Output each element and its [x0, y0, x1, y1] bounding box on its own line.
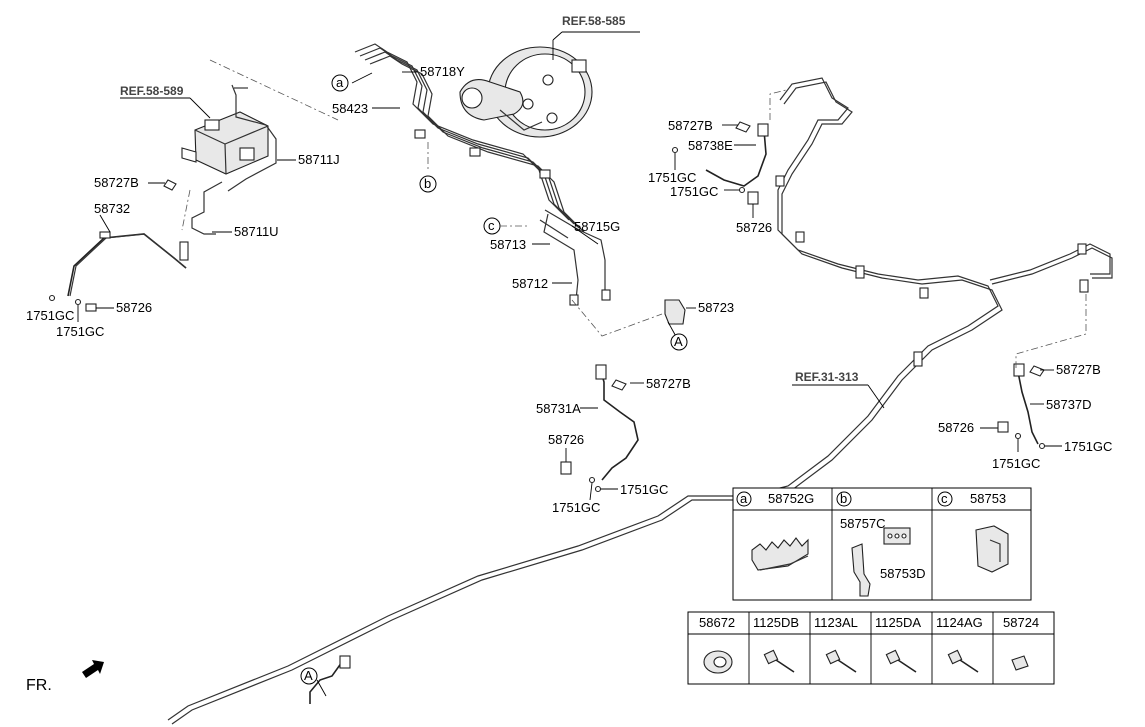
bolt-1123AL: [825, 649, 857, 673]
rear-brake-line: [167, 77, 1113, 725]
callout-a-letter: a: [336, 75, 344, 90]
part-1751GC-mid2[interactable]: 1751GC: [620, 482, 668, 497]
part-1751GC-r1[interactable]: 1751GC: [992, 456, 1040, 471]
part-58423[interactable]: 58423: [332, 101, 368, 116]
part-58726-r[interactable]: 58726: [938, 420, 974, 435]
hw-1125DA[interactable]: 1125DA: [875, 615, 921, 630]
brake-booster: [459, 40, 593, 138]
part-58712[interactable]: 58712: [512, 276, 548, 291]
callout-A-top-letter: A: [674, 334, 683, 349]
part-1751GC-tr1[interactable]: 1751GC: [648, 170, 696, 185]
legend-a-letter: a: [740, 491, 748, 506]
part-58732[interactable]: 58732: [94, 201, 130, 216]
bolt-1124AG: [947, 649, 979, 673]
abs-module: [181, 111, 269, 175]
part-1751GC-tr2[interactable]: 1751GC: [670, 184, 718, 199]
callout-c-letter: c: [488, 218, 495, 233]
part-1751GC-mid1[interactable]: 1751GC: [552, 500, 600, 515]
legend-c-part[interactable]: 58753: [970, 491, 1006, 506]
hw-1123AL[interactable]: 1123AL: [814, 615, 858, 630]
clip-58753: [975, 525, 1009, 573]
legend-b-item1[interactable]: 58757C: [840, 516, 886, 531]
ref-58-589-label[interactable]: REF.58-589: [120, 84, 184, 98]
ref-58-585-label[interactable]: REF.58-585: [562, 14, 626, 28]
bolt-1125DA: [885, 649, 917, 673]
part-58718Y[interactable]: 58718Y: [420, 64, 465, 79]
part-58731A[interactable]: 58731A: [536, 401, 581, 416]
legend-b-item2[interactable]: 58753D: [880, 566, 926, 581]
front-label: FR.: [26, 677, 52, 694]
legend-abc-table: a 58752G b c 58753 58757C 58753D: [732, 487, 1032, 601]
front-arrow-icon: [82, 660, 104, 678]
callout-A-top: [670, 333, 688, 351]
part-58726-tr[interactable]: 58726: [736, 220, 772, 235]
hw-1124AG[interactable]: 1124AG: [936, 615, 983, 630]
nut-58724: [1011, 655, 1029, 671]
legend-a-part[interactable]: 58752G: [768, 491, 814, 506]
bracket-58723: [664, 299, 686, 325]
part-58737D[interactable]: 58737D: [1046, 397, 1092, 412]
part-58727B-mid[interactable]: 58727B: [646, 376, 691, 391]
bolt-1125DB: [763, 649, 795, 673]
bracket-58757C: [851, 543, 871, 597]
part-58727B-tr[interactable]: 58727B: [668, 118, 713, 133]
callout-A-bottom: [300, 667, 318, 685]
callout-b: [419, 175, 437, 193]
callout-b-letter: b: [424, 176, 431, 191]
part-58723[interactable]: 58723: [698, 300, 734, 315]
part-1751GC-left1[interactable]: 1751GC: [26, 308, 74, 323]
part-58727B-r[interactable]: 58727B: [1056, 362, 1101, 377]
part-58715G[interactable]: 58715G: [574, 219, 620, 234]
callout-a-top: [331, 74, 349, 92]
part-58726-mid[interactable]: 58726: [548, 432, 584, 447]
part-58711J[interactable]: 58711J: [298, 152, 340, 167]
hw-1125DB[interactable]: 1125DB: [753, 615, 799, 630]
legend-hardware-table: 58672 1125DB 1123AL 1125DA 1124AG 58724: [687, 611, 1055, 685]
hw-58724[interactable]: 58724: [1003, 615, 1039, 630]
part-58738E[interactable]: 58738E: [688, 138, 733, 153]
part-58727B-left[interactable]: 58727B: [94, 175, 139, 190]
legend-c-letter: c: [941, 491, 948, 506]
part-58726-left[interactable]: 58726: [116, 300, 152, 315]
ref-31-313-label[interactable]: REF.31-313: [795, 370, 859, 384]
part-1751GC-r2[interactable]: 1751GC: [1064, 439, 1112, 454]
part-58713[interactable]: 58713: [490, 237, 526, 252]
center-line-bundle: [354, 43, 611, 306]
part-58711U[interactable]: 58711U: [234, 224, 279, 239]
hw-58672[interactable]: 58672: [699, 615, 735, 630]
callout-A-bottom-letter: A: [304, 668, 313, 683]
legend-b-letter: b: [840, 491, 847, 506]
part-1751GC-left2[interactable]: 1751GC: [56, 324, 104, 339]
